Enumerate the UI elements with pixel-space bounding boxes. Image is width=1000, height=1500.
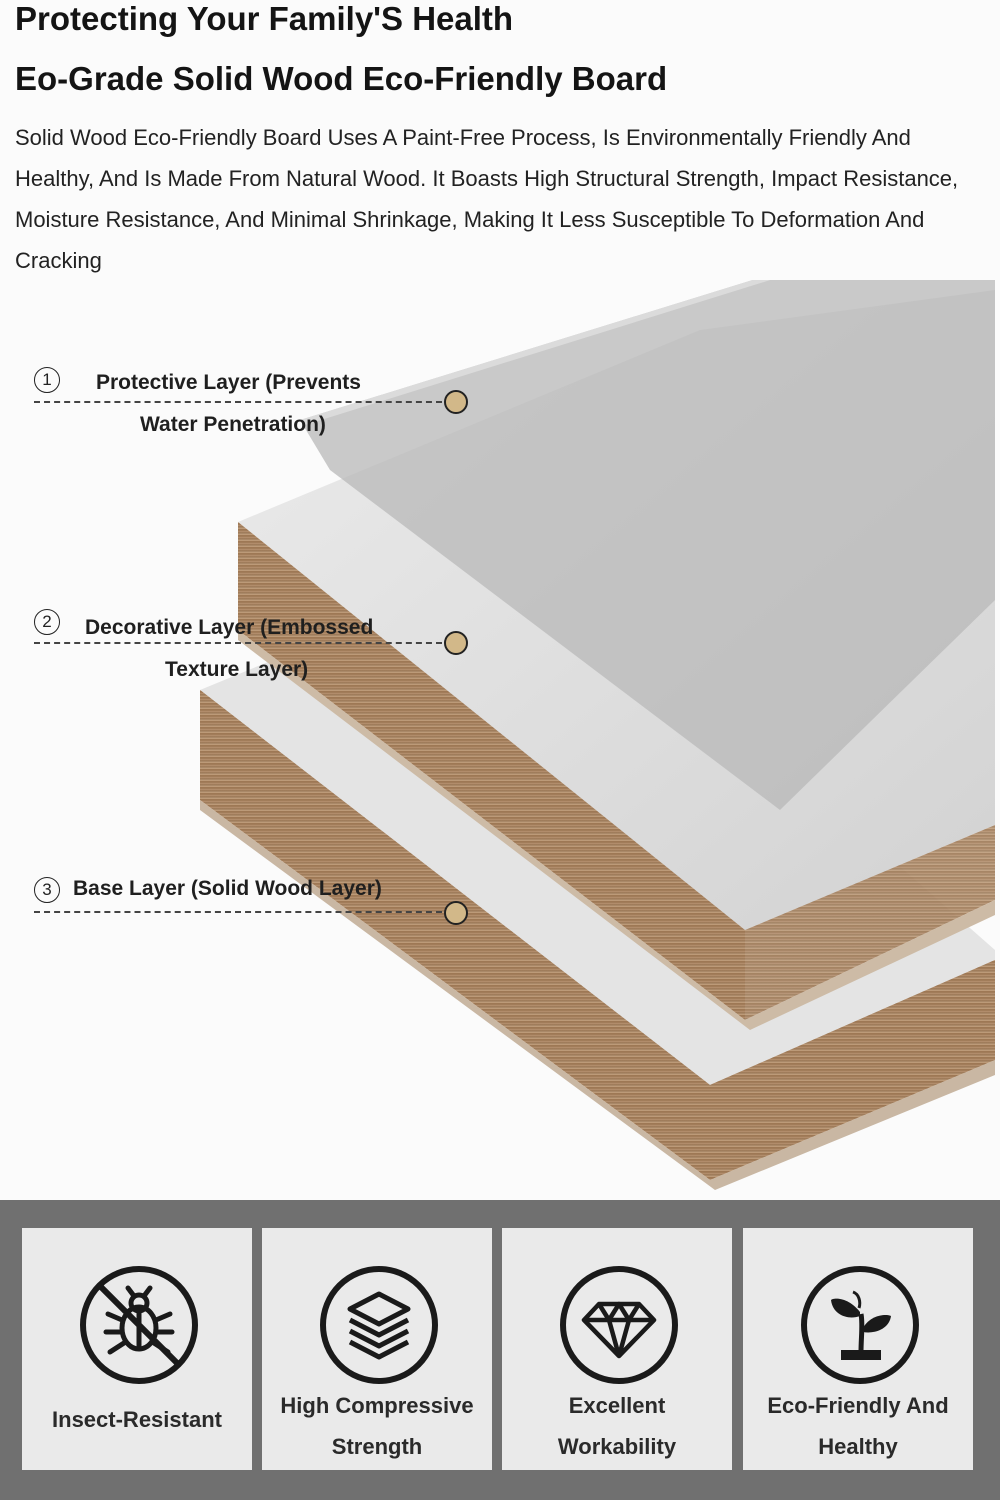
callout-protective-layer: 1 Protective Layer (Prevents Water Penet… [30,367,470,467]
feature-card-eco-friendly: Eco-Friendly And Healthy [743,1228,973,1470]
stacked-layers-icon [320,1266,438,1384]
layer-label-continued: Texture Layer) [165,658,309,681]
features-band: Insect-Resistant High Compressive Streng… [0,1200,1000,1500]
callout-base-layer: 3 Base Layer (Solid Wood Layer) [30,877,470,977]
dashed-leader-line [34,401,442,403]
layer-label: Protective Layer (Prevents [96,371,361,394]
feature-label: Insect-Resistant [52,1407,222,1432]
feature-card-compressive-strength: High Compressive Strength [262,1228,492,1470]
diamond-icon [560,1266,678,1384]
board-layers-illustration [0,205,1000,1200]
feature-label-line2: Healthy [818,1434,898,1459]
product-description: Solid Wood Eco-Friendly Board Uses A Pai… [15,125,959,273]
feature-label: Excellent [568,1393,666,1418]
layer-marker-dot [444,631,468,655]
board-layers-image [200,205,995,1190]
dashed-leader-line [34,642,442,644]
layer-label: Decorative Layer (Embossed [85,616,374,639]
layer-label: Base Layer (Solid Wood Layer) [73,877,382,900]
layer-number-badge: 2 [34,609,60,635]
feature-label: Eco-Friendly And [767,1393,949,1418]
layer-marker-dot [444,901,468,925]
feature-label-line2: Workability [557,1434,677,1459]
feature-label-line2: Strength [331,1434,423,1459]
feature-card-insect-resistant: Insect-Resistant [22,1228,252,1470]
sprout-icon [801,1266,919,1384]
layer-number-badge: 3 [34,877,60,903]
product-title: Eo-Grade Solid Wood Eco-Friendly Board [15,60,668,97]
layer-label-continued: Water Penetration) [140,413,326,436]
feature-label: High Compressive [280,1393,474,1418]
layer-number-badge: 1 [34,367,60,393]
dashed-leader-line [34,911,442,913]
page-title: Protecting Your Family'S Health [15,0,514,37]
callout-decorative-layer: 2 Decorative Layer (Embossed Texture Lay… [30,609,470,709]
feature-card-workability: Excellent Workability [502,1228,732,1470]
layer-marker-dot [444,390,468,414]
no-insect-icon [80,1266,198,1384]
